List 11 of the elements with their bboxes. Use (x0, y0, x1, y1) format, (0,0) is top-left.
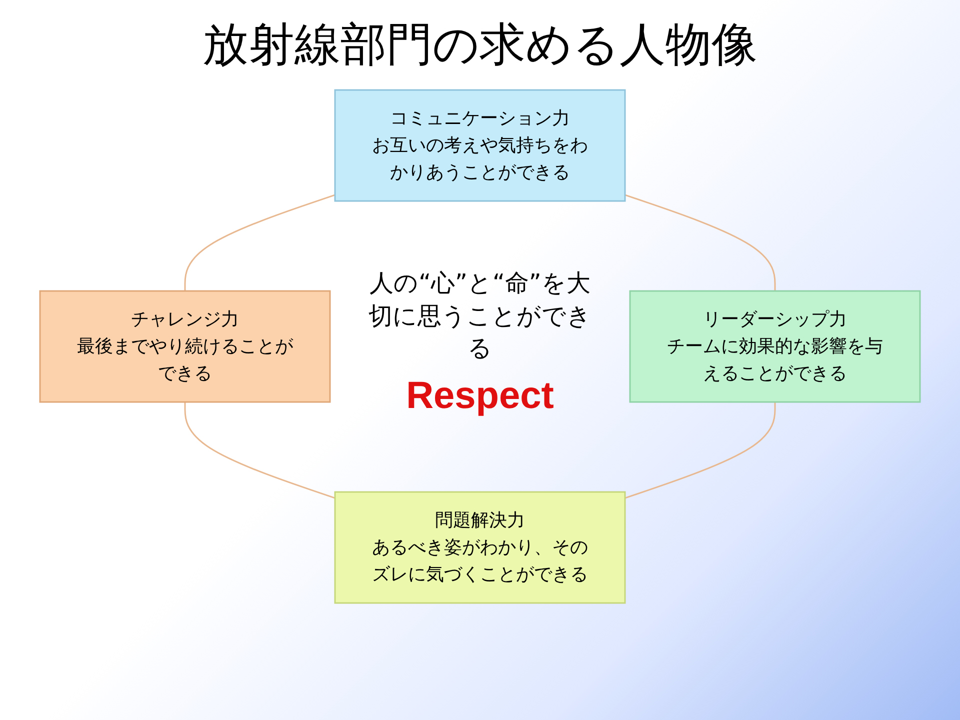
node-box: リーダーシップ力 チームに効果的な影響を与えることができる (629, 290, 921, 403)
connector (184, 402, 336, 499)
connector (184, 194, 336, 291)
connector (624, 402, 776, 499)
connector (624, 194, 776, 291)
node-box: コミュニケーション力 お互いの考えや気持ちをわかりあうことができる (334, 89, 626, 202)
node-box: 問題解決力 あるべき姿がわかり、そのズレに気づくことができる (334, 491, 626, 604)
keyword-text: Respect (405, 374, 555, 418)
title: 放射線部門の求める人物像 (202, 16, 758, 73)
center-statement: 人の“心”と“命”を大切に思うことができる (368, 268, 592, 364)
node-box: チャレンジ力 最後までやり続けることができる (39, 290, 331, 403)
